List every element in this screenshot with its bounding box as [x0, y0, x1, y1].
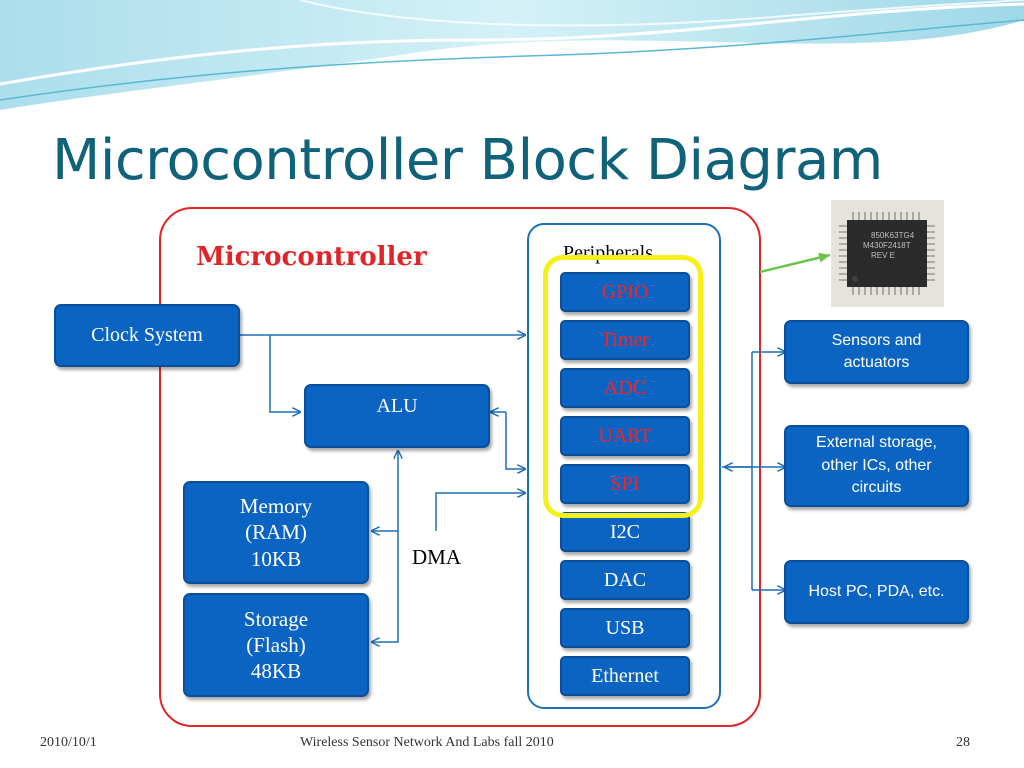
peripheral-label: ADC: [603, 376, 647, 399]
chip-photo: 850K63TG4 M430F2418T REV E: [831, 200, 944, 307]
sensors-actuators-block: Sensors and actuators: [784, 320, 969, 384]
external-storage-line3: circuits: [851, 479, 902, 497]
clock-system-label: Clock System: [91, 324, 203, 346]
storage-flash-block: Storage (Flash) 48KB: [183, 593, 369, 697]
header-wave-decoration: [0, 0, 1024, 110]
memory-to-peripherals-arrow: [435, 493, 525, 531]
sensors-line1: Sensors and: [831, 331, 922, 349]
external-storage-line1: External storage,: [816, 434, 937, 452]
peripheral-label: DAC: [603, 568, 647, 591]
external-bus-line: [722, 352, 753, 590]
host-pc-block: Host PC, PDA, etc.: [784, 560, 969, 624]
peripheral-label: SPI: [610, 472, 640, 495]
footer-date: 2010/10/1: [40, 735, 97, 750]
memory-size: 10KB: [250, 546, 302, 571]
peripheral-label: USB: [605, 616, 645, 639]
peripheral-dac: DAC: [560, 560, 690, 600]
clock-to-alu-arrow: [269, 335, 300, 412]
peripheral-uart: UART: [560, 416, 690, 456]
chip-marking-line1: 850K63TG4: [871, 231, 915, 240]
alu-to-uart-arrow: [505, 412, 525, 469]
sensors-line2: actuators: [843, 354, 910, 371]
peripheral-ethernet: Ethernet: [560, 656, 690, 696]
peripheral-label: Ethernet: [591, 664, 659, 687]
dma-to-storage-arrow: [372, 600, 399, 642]
chip-pointer-arrow: [759, 252, 831, 274]
external-storage-line2: other ICs, other: [821, 456, 932, 474]
peripheral-adc: ADC: [560, 368, 690, 408]
highlight-outline: [543, 255, 703, 518]
peripherals-group: [527, 223, 721, 709]
peripheral-label: Timer: [600, 328, 650, 351]
memory-ram-block: Memory (RAM) 10KB: [183, 481, 369, 584]
storage-title: Storage: [243, 606, 309, 631]
chip-marking-line3: REV E: [871, 251, 895, 260]
memory-title: Memory: [239, 494, 313, 519]
memory-type: (RAM): [245, 520, 307, 545]
storage-type: (Flash): [246, 632, 306, 657]
alu-block: ALU: [304, 384, 490, 448]
peripheral-label: GPIO: [601, 280, 649, 303]
peripheral-usb: USB: [560, 608, 690, 648]
host-pc-label: Host PC, PDA, etc.: [808, 582, 945, 600]
peripheral-label: I2C: [610, 520, 640, 543]
chip-marking-line2: M430F2418T: [863, 241, 911, 250]
external-storage-block: External storage, other ICs, other circu…: [784, 425, 969, 507]
chip-icon: 850K63TG4 M430F2418T REV E: [839, 212, 935, 295]
slide-title: Microcontroller Block Diagram: [52, 128, 883, 193]
peripheral-timer: Timer: [560, 320, 690, 360]
clock-system-block: Clock System: [54, 304, 240, 367]
footer-course: Wireless Sensor Network And Labs fall 20…: [300, 735, 554, 750]
peripheral-i2c: I2C: [560, 512, 690, 552]
storage-size: 48KB: [250, 659, 302, 684]
peripheral-gpio: GPIO: [560, 272, 690, 312]
dma-label: DMA: [412, 545, 462, 569]
page-number: 28: [956, 735, 970, 750]
microcontroller-label: Microcontroller: [196, 242, 427, 272]
peripheral-label: UART: [598, 424, 652, 447]
peripheral-spi: SPI: [560, 464, 690, 504]
alu-label: ALU: [376, 395, 418, 417]
